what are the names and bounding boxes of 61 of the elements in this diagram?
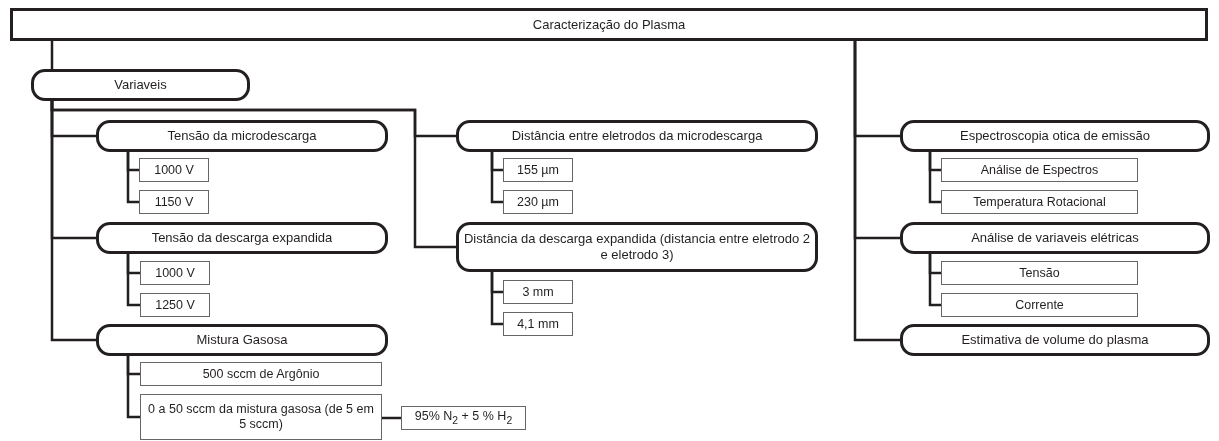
connector-line — [928, 152, 941, 204]
node-label: 4,1 mm — [516, 316, 560, 332]
category-box — [900, 324, 1210, 356]
item-box — [941, 261, 1138, 285]
item-box — [503, 158, 573, 182]
connector-line — [928, 254, 941, 307]
title-box — [10, 8, 1208, 41]
item-box — [140, 394, 382, 440]
connector-line — [126, 254, 140, 307]
item-box — [503, 312, 573, 336]
connector-line — [853, 41, 900, 342]
node-label: Distância entre eletrodos da microdescarga — [510, 127, 764, 145]
node-label: Análise de variaveis elétricas — [970, 229, 1140, 247]
node-label: 1150 V — [153, 194, 195, 210]
node-label: 500 sccm de Argônio — [201, 366, 321, 382]
connector-line — [490, 272, 503, 326]
node-label: Variaveis — [113, 76, 168, 94]
node-label: Temperatura Rotacional — [972, 194, 1107, 210]
node-label: Análise de Espectros — [979, 162, 1100, 178]
node-label: 0 a 50 sccm da mistura gasosa (de 5 em 5 sccm) — [147, 402, 375, 432]
node-label: Tensão da microdescarga — [166, 127, 318, 145]
node-label: Caracterização do Plasma — [531, 17, 687, 32]
connector-line — [126, 152, 139, 204]
item-box — [140, 293, 210, 317]
item-box — [941, 158, 1138, 182]
connector-line — [50, 41, 54, 69]
node-label: 3 mm — [521, 284, 555, 300]
node-label: Espectroscopia otica de emissão — [958, 127, 1151, 145]
category-box — [900, 222, 1210, 254]
node-label: Corrente — [1014, 297, 1065, 313]
category-box — [96, 324, 388, 356]
item-box — [401, 406, 526, 430]
connector-line — [382, 416, 401, 420]
category-box — [96, 222, 388, 254]
node-label: Tensão — [1018, 265, 1061, 281]
item-box — [941, 293, 1138, 317]
item-box — [139, 190, 209, 214]
node-label: 1250 V — [154, 297, 196, 313]
node-label: 1000 V — [153, 162, 195, 178]
node-label: Mistura Gasosa — [195, 331, 289, 349]
node-label: 95% N$_{2}$ + 5 % H$_{2}$ — [413, 409, 514, 427]
connector-line — [126, 356, 140, 419]
node-label: Distância da descarga expandida (distancia entre eletrodo 2 e eletrodo 3) — [462, 230, 812, 264]
node-label: Estimativa de volume do plasma — [960, 331, 1150, 349]
item-box — [503, 280, 573, 304]
category-box — [456, 222, 818, 272]
node-label: 155 µm — [516, 162, 560, 178]
item-box — [140, 362, 382, 386]
node-label: Tensão da descarga expandida — [150, 229, 334, 247]
category-box — [31, 69, 250, 101]
node-label: 230 µm — [516, 194, 560, 210]
connector-line — [490, 152, 503, 204]
item-box — [139, 158, 209, 182]
item-box — [140, 261, 210, 285]
category-box — [96, 120, 388, 152]
category-box — [456, 120, 818, 152]
connector-line — [50, 101, 456, 249]
node-label: 1000 V — [154, 265, 196, 281]
item-box — [503, 190, 573, 214]
category-box — [900, 120, 1210, 152]
item-box — [941, 190, 1138, 214]
